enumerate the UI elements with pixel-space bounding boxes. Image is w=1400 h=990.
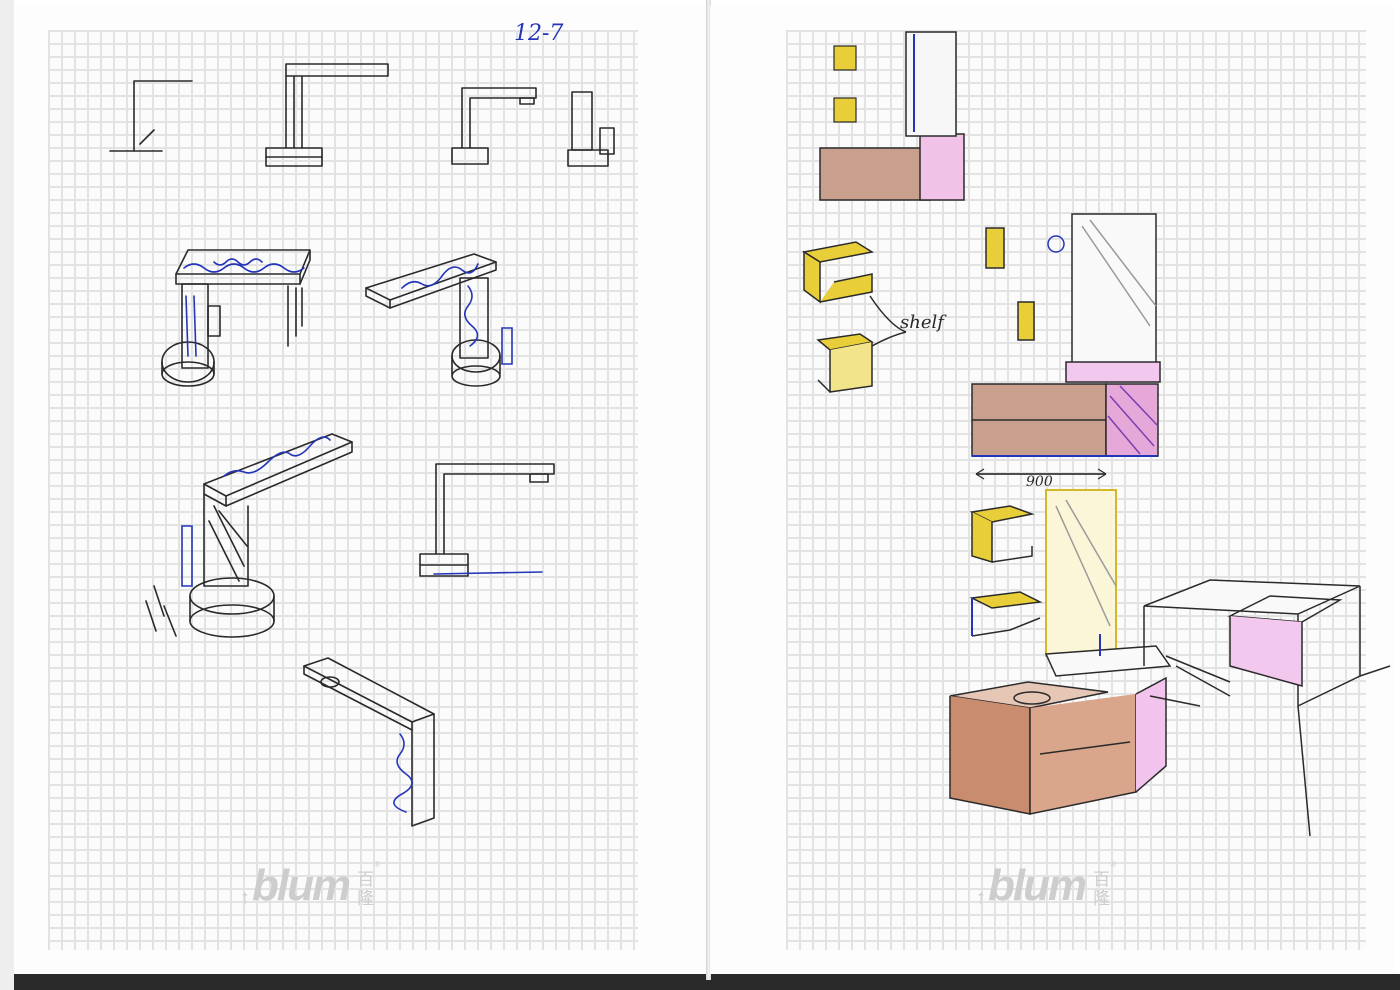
faucet-perspective-sketch-3 xyxy=(145,433,353,638)
logo-chinese-char-1: 百 xyxy=(357,870,375,889)
left-grid xyxy=(48,30,638,950)
right-sketches: shelf 900 xyxy=(801,31,1391,837)
logo-wordmark: blum xyxy=(252,861,351,910)
left-page: 12-7 ↑ blum 百 隆 ® xyxy=(14,6,708,974)
cover-edge-left xyxy=(0,0,14,990)
date-note: 12-7 xyxy=(514,21,563,46)
shelf-note: shelf xyxy=(900,312,947,333)
logo-chinese: 百 隆 xyxy=(1093,870,1110,908)
book-gutter xyxy=(706,0,711,980)
logo-registered-mark: ® xyxy=(1110,860,1117,869)
dimension-note: 900 xyxy=(1026,474,1053,490)
left-brand-logo: ↑ blum 百 隆 ® xyxy=(240,858,380,908)
vanity-perspective-sketch xyxy=(949,489,1172,815)
lower-shelf-sketches xyxy=(969,505,1043,637)
left-sketches: 12-7 xyxy=(109,21,615,827)
right-page: shelf 900 ↑ blum 百 隆 ® xyxy=(710,6,1394,974)
logo-chinese-char-1: 百 xyxy=(1093,870,1111,889)
faucet-profile-sketch-2 xyxy=(265,63,389,167)
vanity-elevation-sketch xyxy=(971,213,1161,475)
cabinet-elevation-sketch-1 xyxy=(819,31,965,201)
faucet-profile-sketch-4 xyxy=(567,91,615,167)
dimension-line xyxy=(975,468,1107,480)
right-brand-logo: ↑ blum 百 隆 ® xyxy=(976,858,1116,908)
logo-arrow-icon: ↑ xyxy=(240,887,250,909)
shelf-sketches xyxy=(801,241,907,393)
logo-wordmark: blum xyxy=(988,861,1087,910)
logo-chinese: 百 隆 xyxy=(357,870,374,908)
logo-registered-mark: ® xyxy=(374,860,381,869)
cabinet-perspective-sketch xyxy=(1143,579,1391,837)
faucet-perspective-sketch-4 xyxy=(303,657,435,827)
logo-chinese-char-2: 隆 xyxy=(357,889,375,908)
faucet-perspective-sketch-2 xyxy=(365,253,501,387)
faucet-profile-sketch-1 xyxy=(109,80,193,152)
logo-chinese-char-2: 隆 xyxy=(1093,889,1111,908)
faucet-profile-sketch-5 xyxy=(419,463,555,577)
logo-arrow-icon: ↑ xyxy=(976,887,986,909)
cover-edge-bottom xyxy=(0,974,1400,990)
faucet-profile-sketch-3 xyxy=(451,87,537,165)
